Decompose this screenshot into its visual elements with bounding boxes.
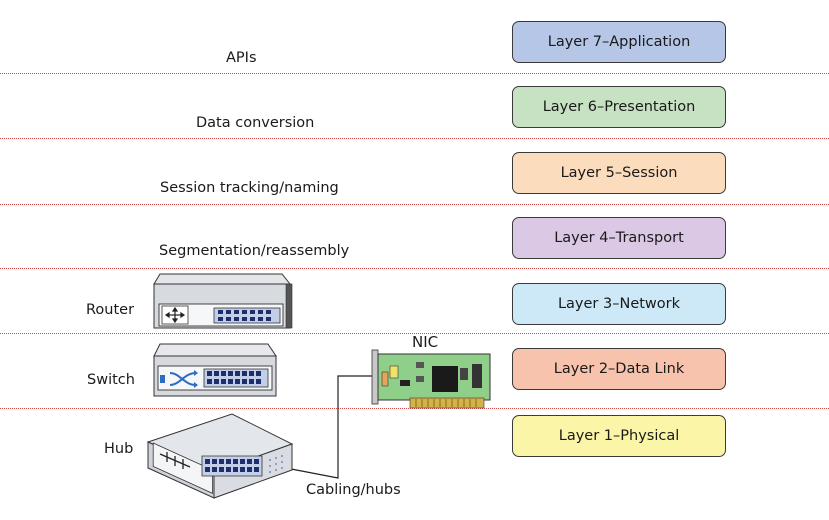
layer-4-box: Layer 4–Transport: [512, 217, 726, 259]
layer-5-box: Layer 5–Session: [512, 152, 726, 194]
cabling-label: Cabling/hubs: [306, 482, 401, 498]
router-label: Router: [86, 302, 135, 318]
layer-divider-3-2: [0, 333, 829, 334]
layer-divider-4-3: [0, 268, 829, 269]
layer-6-box: Layer 6–Presentation: [512, 86, 726, 128]
router-icon: [153, 273, 293, 329]
segmentation-label: Segmentation/reassembly: [159, 243, 350, 259]
hub-label: Hub: [104, 441, 134, 457]
hub-icon: [146, 413, 294, 499]
nic-card-icon: [371, 349, 491, 409]
layer-3-box: Layer 3–Network: [512, 283, 726, 325]
switch-icon: [153, 343, 277, 397]
nic-label: NIC: [412, 333, 439, 351]
layer-divider-5-4: [0, 204, 829, 205]
layer-divider-7-6: [0, 73, 829, 74]
layer-divider-2-1: [0, 408, 829, 409]
layer-1-box: Layer 1–Physical: [512, 415, 726, 457]
layer-divider-6-5: [0, 138, 829, 139]
session-tracking-label: Session tracking/naming: [160, 180, 339, 196]
layer-7-box: Layer 7–Application: [512, 21, 726, 63]
layer-2-box: Layer 2–Data Link: [512, 348, 726, 390]
switch-label: Switch: [87, 372, 135, 388]
apis-label: APIs: [226, 50, 257, 66]
data-conversion-label: Data conversion: [196, 115, 315, 131]
